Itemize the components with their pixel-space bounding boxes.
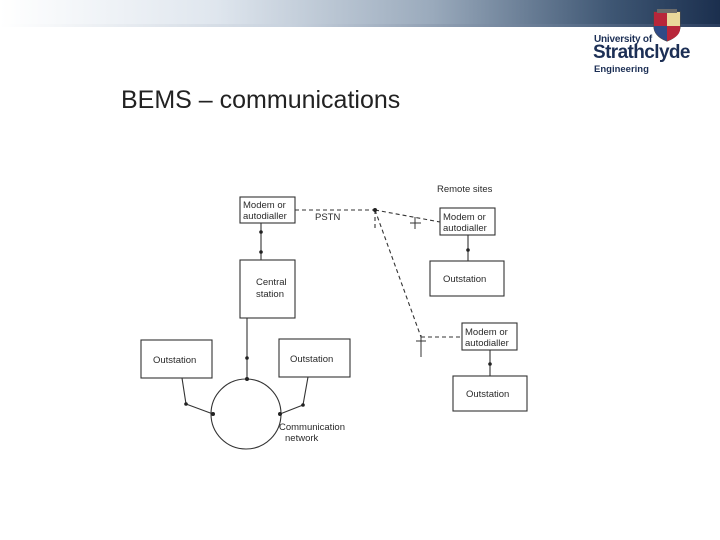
outstation-mid-to-network-link [279, 376, 309, 415]
network-label-line2: network [285, 433, 319, 444]
junction-dot [259, 250, 263, 254]
remote-modem-1-label-line2: autodialler [443, 223, 487, 234]
logo-university-text: University of [594, 34, 652, 45]
remote-outstation-1-box [429, 260, 505, 297]
outstation-left-label: Outstation [153, 355, 196, 366]
central-station-box [239, 259, 296, 319]
junction-dot [488, 362, 492, 366]
remote-outstation-1-label: Outstation [443, 274, 486, 285]
central-modem-label-line1: Modem or [243, 200, 286, 211]
outstation-left-to-network-link [181, 377, 214, 415]
junction-dot [184, 402, 188, 406]
junction-dot [211, 412, 215, 416]
junction-dot [373, 208, 377, 212]
university-logo: University of Strathclyde Engineering [592, 8, 702, 75]
junction-dot [466, 248, 470, 252]
outstation-mid-box [278, 338, 351, 378]
slide-title: BEMS – communications [121, 86, 401, 114]
central-station-label-line2: station [256, 289, 284, 300]
junction-dot [245, 356, 249, 360]
junction-dot [245, 377, 249, 381]
network-label-line1: Communication [279, 422, 345, 433]
header-gradient-bar [0, 0, 720, 24]
remote-sites-label: Remote sites [437, 184, 493, 195]
logo-name-text: Strathclyde [593, 42, 690, 63]
crest-icon [653, 9, 681, 42]
central-station-label-line1: Central [256, 277, 287, 288]
header-accent-line [0, 24, 720, 27]
outstation-mid-label: Outstation [290, 354, 333, 365]
remote-modem-1-label-line1: Modem or [443, 212, 486, 223]
junction-dot [259, 230, 263, 234]
communication-network-circle [210, 378, 282, 450]
pstn-backbone-line [374, 209, 422, 338]
pstn-label: PSTN [315, 212, 340, 223]
pstn-remote-1-line [374, 209, 441, 223]
logo-department-text: Engineering [594, 64, 649, 75]
remote-modem-2-label-line2: autodialler [465, 338, 509, 349]
remote-modem-2-label-line1: Modem or [465, 327, 508, 338]
junction-dot [278, 412, 282, 416]
remote-outstation-2-label: Outstation [466, 389, 509, 400]
junction-dot [301, 403, 305, 407]
outstation-left-box [140, 339, 213, 379]
central-modem-label-line2: autodialler [243, 211, 287, 222]
